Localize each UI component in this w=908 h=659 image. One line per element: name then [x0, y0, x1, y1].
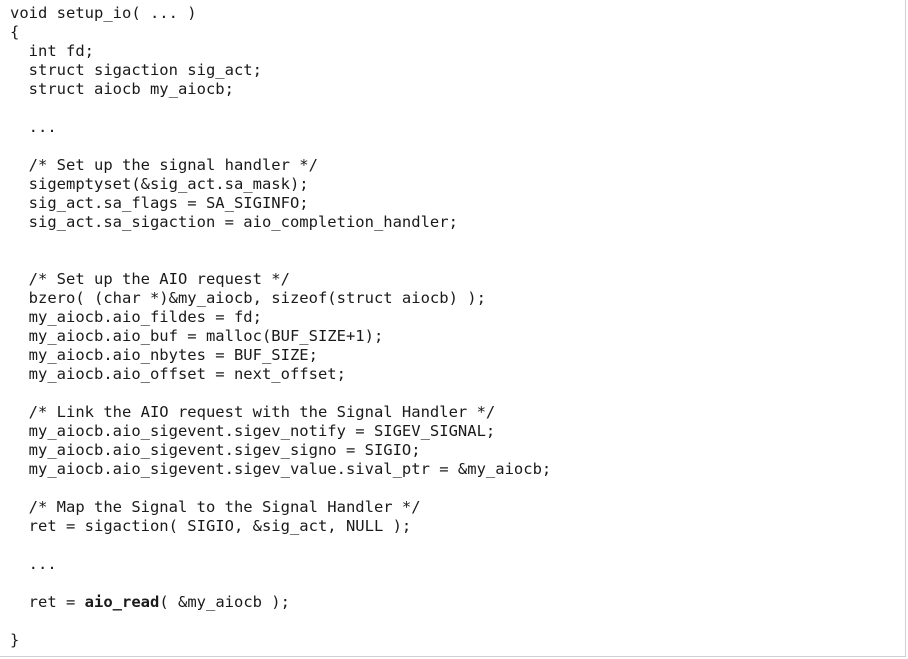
code-line — [10, 251, 551, 270]
code-listing: void setup_io( ... ){ int fd; struct sig… — [10, 4, 551, 650]
code-line: /* Link the AIO request with the Signal … — [10, 403, 496, 421]
code-line — [10, 99, 551, 118]
code-line: my_aiocb.aio_fildes = fd; — [10, 308, 262, 326]
code-line: } — [10, 631, 20, 649]
code-line: my_aiocb.aio_sigevent.sigev_signo = SIGI… — [10, 441, 421, 459]
code-line: sig_act.sa_sigaction = aio_completion_ha… — [10, 213, 458, 231]
code-line: /* Map the Signal to the Signal Handler … — [10, 498, 421, 516]
code-line: { — [10, 23, 20, 41]
code-line: ... — [10, 118, 57, 136]
code-line: int fd; — [10, 42, 94, 60]
code-line: my_aiocb.aio_buf = malloc(BUF_SIZE+1); — [10, 327, 384, 345]
code-line: my_aiocb.aio_sigevent.sigev_notify = SIG… — [10, 422, 496, 440]
code-line: sig_act.sa_flags = SA_SIGINFO; — [10, 194, 309, 212]
code-line: ... — [10, 555, 57, 573]
code-line: ret = sigaction( SIGIO, &sig_act, NULL )… — [10, 517, 412, 535]
code-line: struct sigaction sig_act; — [10, 61, 262, 79]
code-line: my_aiocb.aio_offset = next_offset; — [10, 365, 346, 383]
code-line — [10, 232, 551, 251]
code-line: my_aiocb.aio_nbytes = BUF_SIZE; — [10, 346, 318, 364]
code-line: void setup_io( ... ) — [10, 4, 197, 22]
code-line: /* Set up the signal handler */ — [10, 156, 318, 174]
code-line — [10, 612, 551, 631]
code-line: my_aiocb.aio_sigevent.sigev_value.sival_… — [10, 460, 552, 478]
code-line: struct aiocb my_aiocb; — [10, 80, 234, 98]
aio-read-function: aio_read — [84, 593, 160, 611]
call-prefix: ret = — [28, 593, 85, 611]
call-suffix: ( &my_aiocb ); — [159, 593, 290, 611]
indent — [10, 593, 29, 611]
code-line — [10, 479, 551, 498]
aio-read-call-line: ret = aio_read( &my_aiocb ); — [10, 593, 551, 612]
code-line — [10, 384, 551, 403]
code-line: /* Set up the AIO request */ — [10, 270, 290, 288]
code-line — [10, 574, 551, 593]
code-line: sigemptyset(&sig_act.sa_mask); — [10, 175, 309, 193]
code-line — [10, 536, 551, 555]
code-line: bzero( (char *)&my_aiocb, sizeof(struct … — [10, 289, 486, 307]
code-line — [10, 137, 551, 156]
